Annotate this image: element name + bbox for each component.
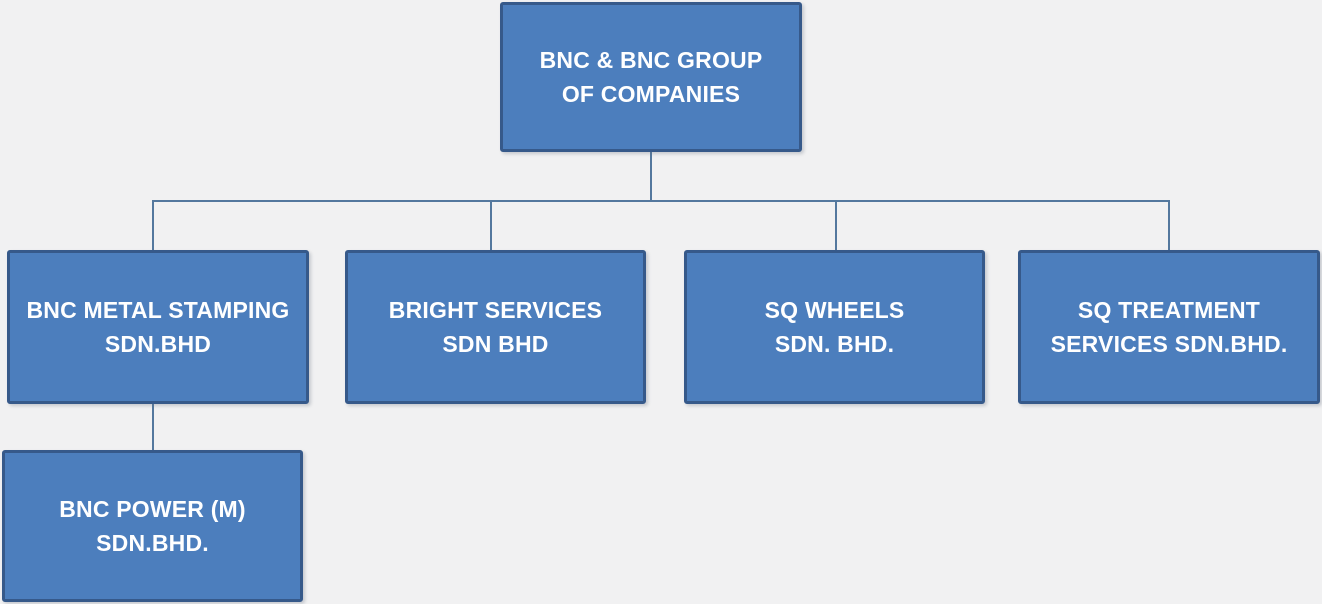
org-node-sq-treatment-label: SQ TREATMENT SERVICES SDN.BHD. (1050, 297, 1288, 357)
org-node-sq-wheels: SQ WHEELS SDN. BHD. (684, 250, 985, 404)
org-node-sq-treatment: SQ TREATMENT SERVICES SDN.BHD. (1018, 250, 1320, 404)
connector-drop-sq-wheels (835, 200, 837, 250)
org-node-metal-stamping-label: BNC METAL STAMPING SDN.BHD (26, 297, 290, 357)
connector-drop-bright-services (490, 200, 492, 250)
org-node-bnc-power: BNC POWER (M) SDN.BHD. (2, 450, 303, 602)
connector-horizontal-rail (152, 200, 1170, 202)
org-node-bright-services-label: BRIGHT SERVICES SDN BHD (388, 297, 603, 357)
org-node-root: BNC & BNC GROUP OF COMPANIES (500, 2, 802, 152)
connector-drop-metal-stamping (152, 200, 154, 250)
connector-root-stub (650, 152, 652, 201)
connector-metal-stamping-to-bnc-power (152, 404, 154, 450)
org-node-bright-services: BRIGHT SERVICES SDN BHD (345, 250, 646, 404)
org-node-metal-stamping: BNC METAL STAMPING SDN.BHD (7, 250, 309, 404)
org-node-root-label: BNC & BNC GROUP OF COMPANIES (539, 47, 763, 107)
connector-drop-sq-treatment (1168, 200, 1170, 250)
org-node-sq-wheels-label: SQ WHEELS SDN. BHD. (764, 297, 905, 357)
org-node-bnc-power-label: BNC POWER (M) SDN.BHD. (59, 496, 246, 556)
